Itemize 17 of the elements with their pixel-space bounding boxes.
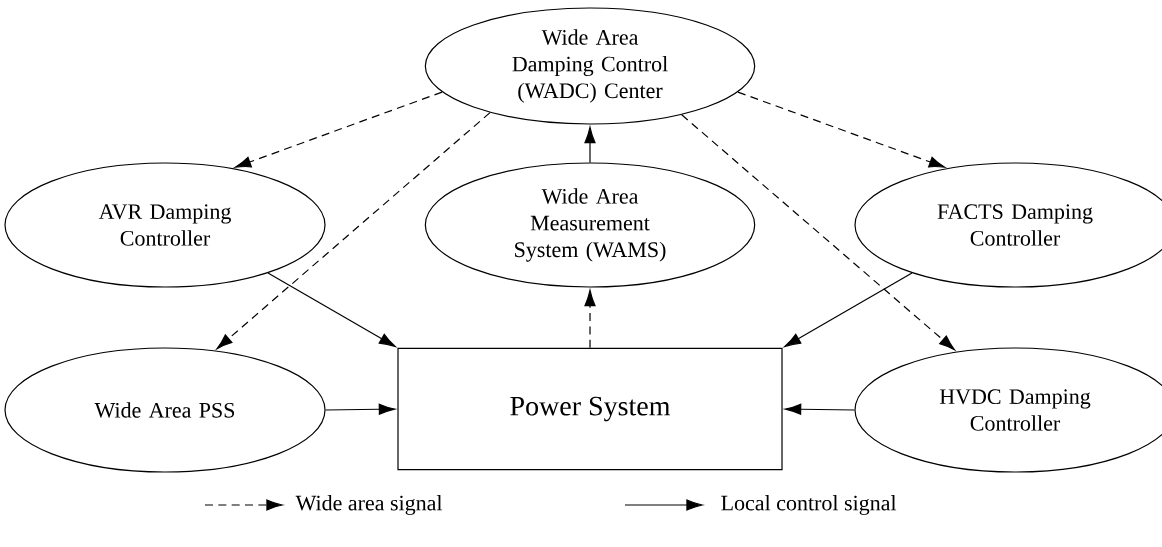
ellipse-node: AVR Damping Controller [4, 162, 326, 288]
arrow [737, 91, 946, 168]
legend-label: Wide area signal [295, 495, 443, 515]
arrow [584, 289, 596, 349]
arrow [681, 114, 956, 351]
arrow [234, 91, 443, 168]
arrow [584, 126, 596, 163]
ellipse-node: Wide Area PSS [4, 347, 326, 473]
arrow [267, 272, 396, 347]
ellipse-node: Wide Area Measurement System (WAMS) [424, 162, 756, 288]
ellipse-node: Wide Area Damping Control (WADC) Center [424, 7, 756, 125]
arrow [325, 403, 396, 415]
legend-label: Local control signal [721, 495, 897, 515]
process-box: Power System [397, 347, 783, 471]
arrow [216, 112, 491, 350]
arrow [784, 272, 913, 347]
arrow [784, 403, 855, 415]
